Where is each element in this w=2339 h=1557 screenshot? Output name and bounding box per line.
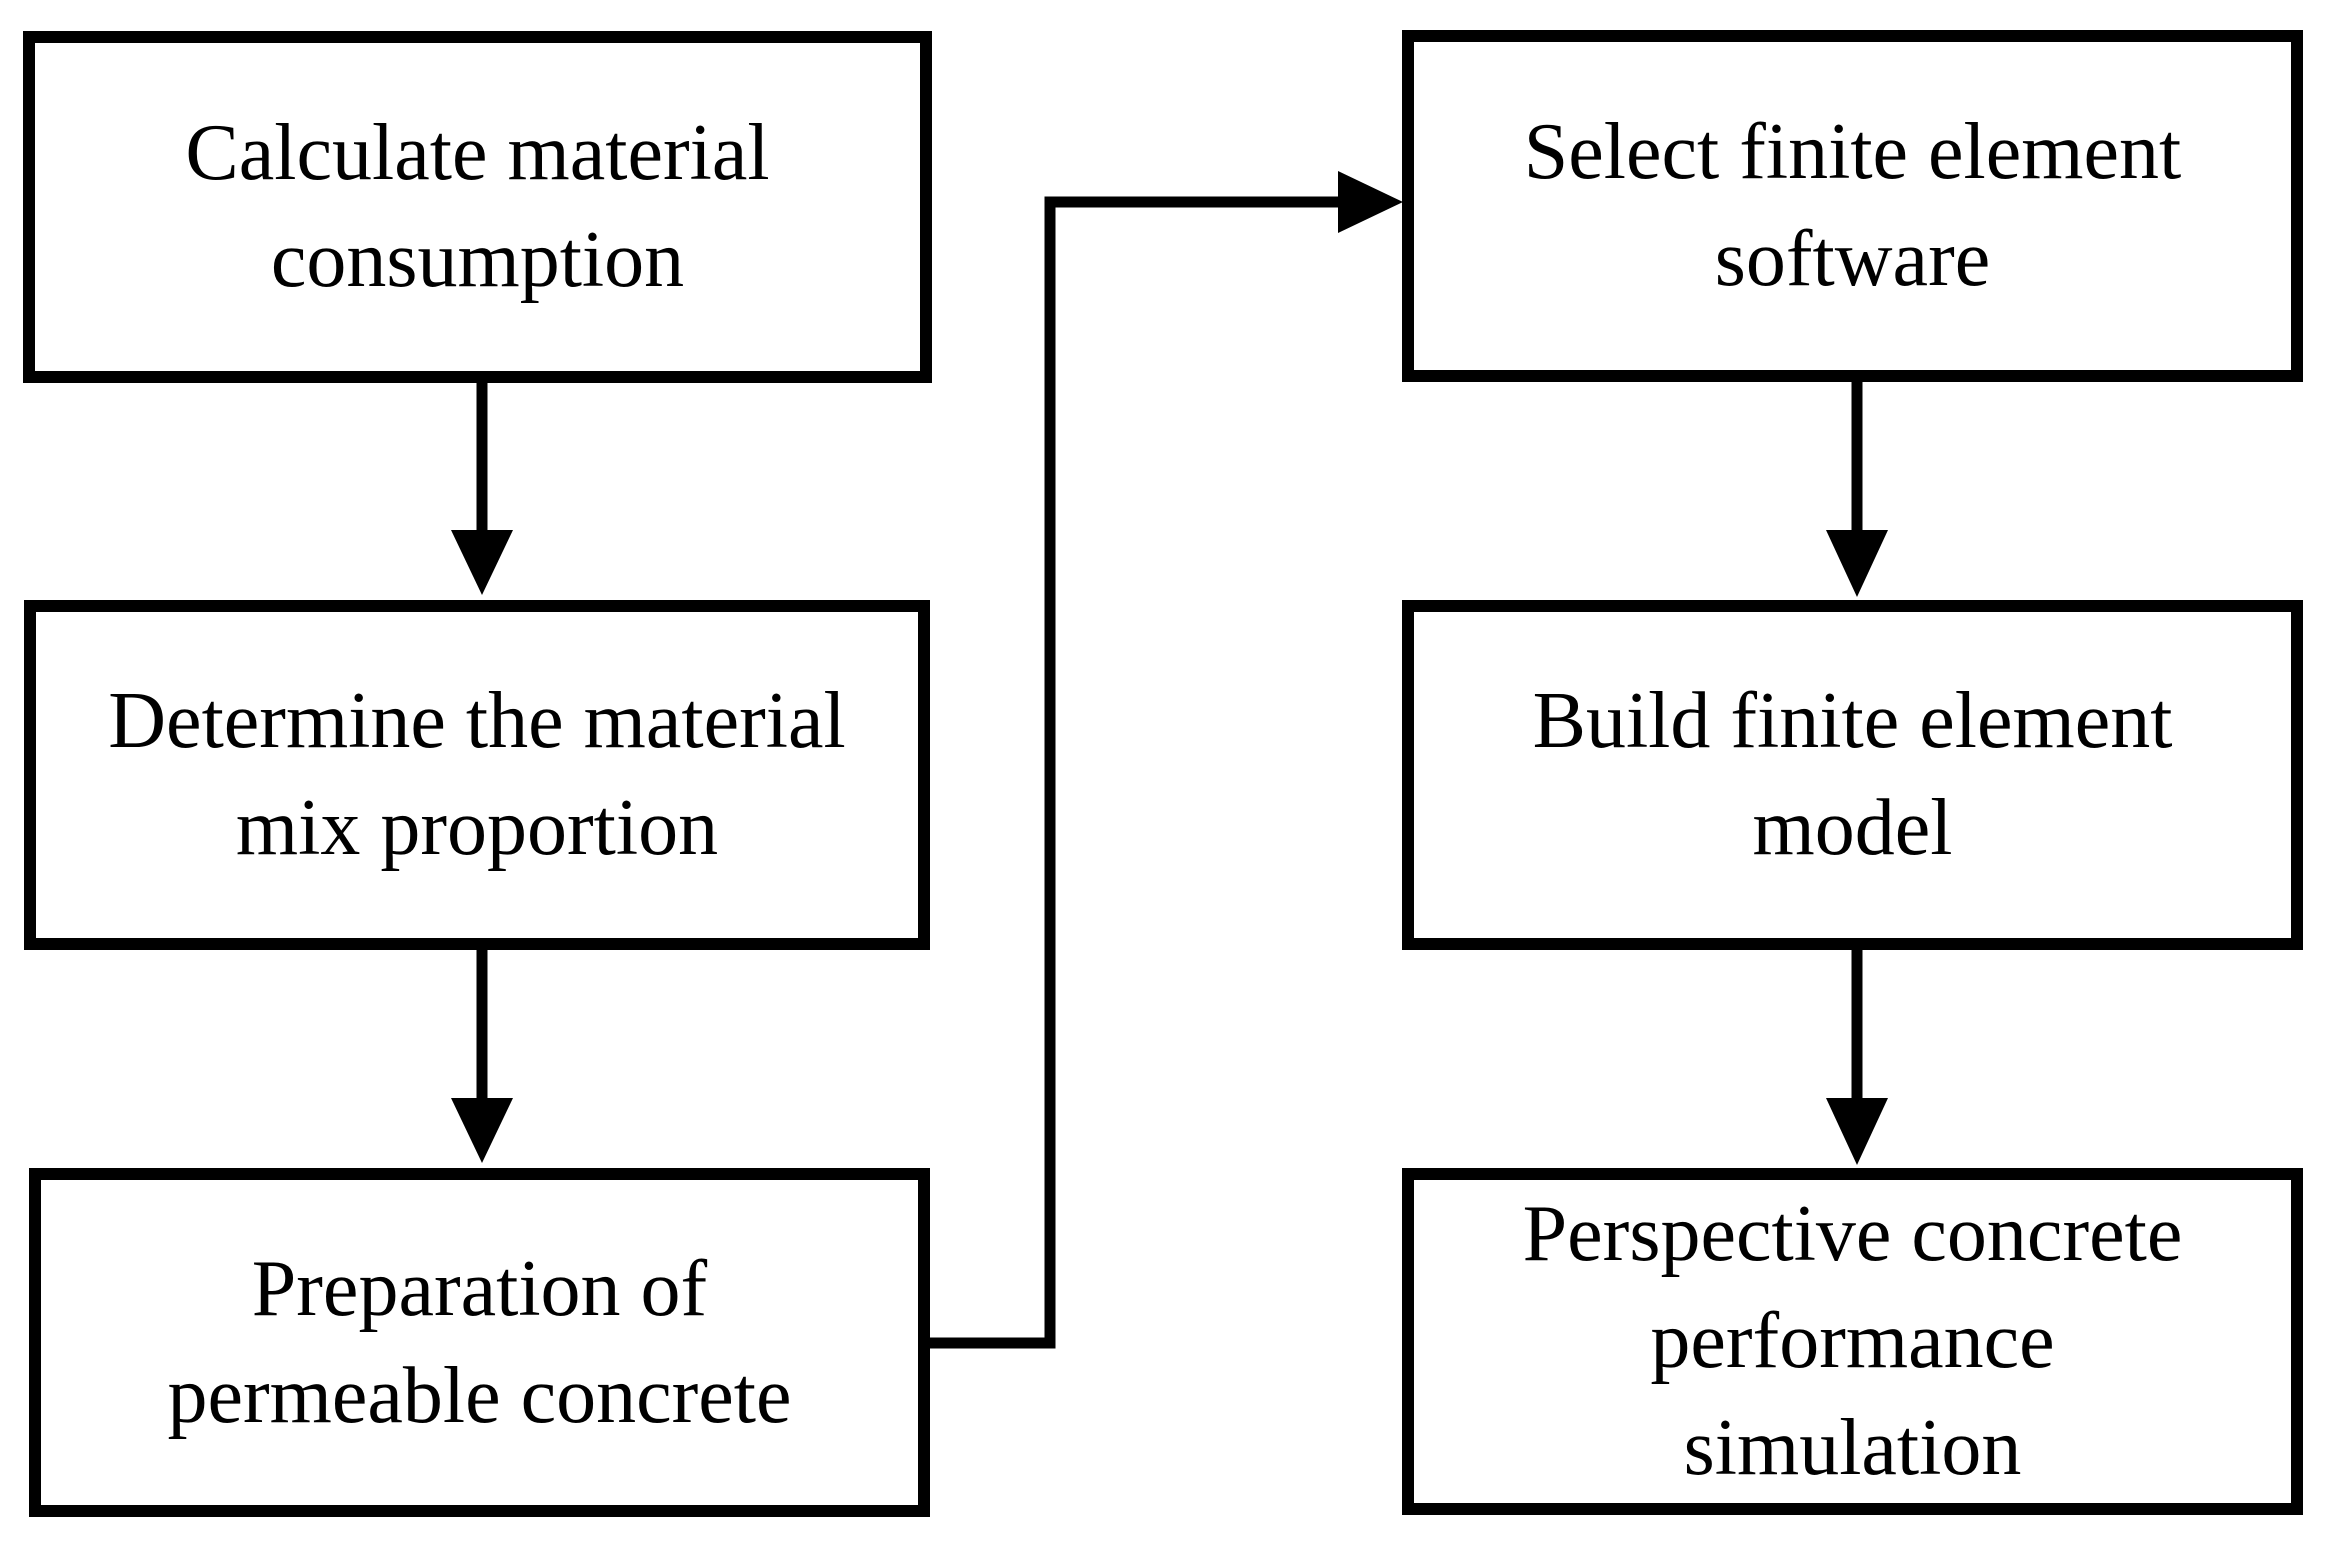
node-build-finite-element-model: Build finite element model: [1402, 600, 2303, 950]
node-determine-material-mix-proportion: Determine the material mix proportion: [24, 600, 930, 950]
arrow-build-to-simulation: [1826, 950, 1888, 1165]
node-label-line: mix proportion: [235, 784, 719, 872]
node-label-line: permeable concrete: [167, 1351, 792, 1440]
node-label-line: Perspective concrete: [1522, 1190, 2183, 1278]
node-label-line: Build finite element: [1532, 677, 2173, 765]
arrow-determine-to-preparation: [451, 950, 513, 1163]
node-label-line: software: [1714, 215, 1991, 303]
node-label-line: Preparation of: [251, 1244, 708, 1333]
node-label-line: Determine the material: [108, 677, 846, 765]
node-label-line: model: [1752, 784, 1953, 872]
node-label-line: Select finite element: [1523, 108, 2182, 196]
arrow-select-to-build: [1826, 382, 1888, 597]
node-label-line: Calculate material: [185, 109, 770, 197]
node-label-line: consumption: [270, 216, 685, 304]
node-perspective-concrete-performance-simulation: Perspective concrete performance simulat…: [1402, 1168, 2303, 1515]
node-label-line: performance: [1650, 1297, 2055, 1385]
arrow-preparation-to-select: [930, 171, 1403, 1349]
arrow-calculate-to-determine: [451, 383, 513, 595]
node-preparation-of-permeable-concrete: Preparation of permeable concrete: [29, 1168, 930, 1517]
node-label-line: simulation: [1683, 1404, 2022, 1492]
node-select-finite-element-software: Select finite element software: [1402, 30, 2303, 382]
node-calculate-material-consumption: Calculate material consumption: [23, 31, 932, 383]
